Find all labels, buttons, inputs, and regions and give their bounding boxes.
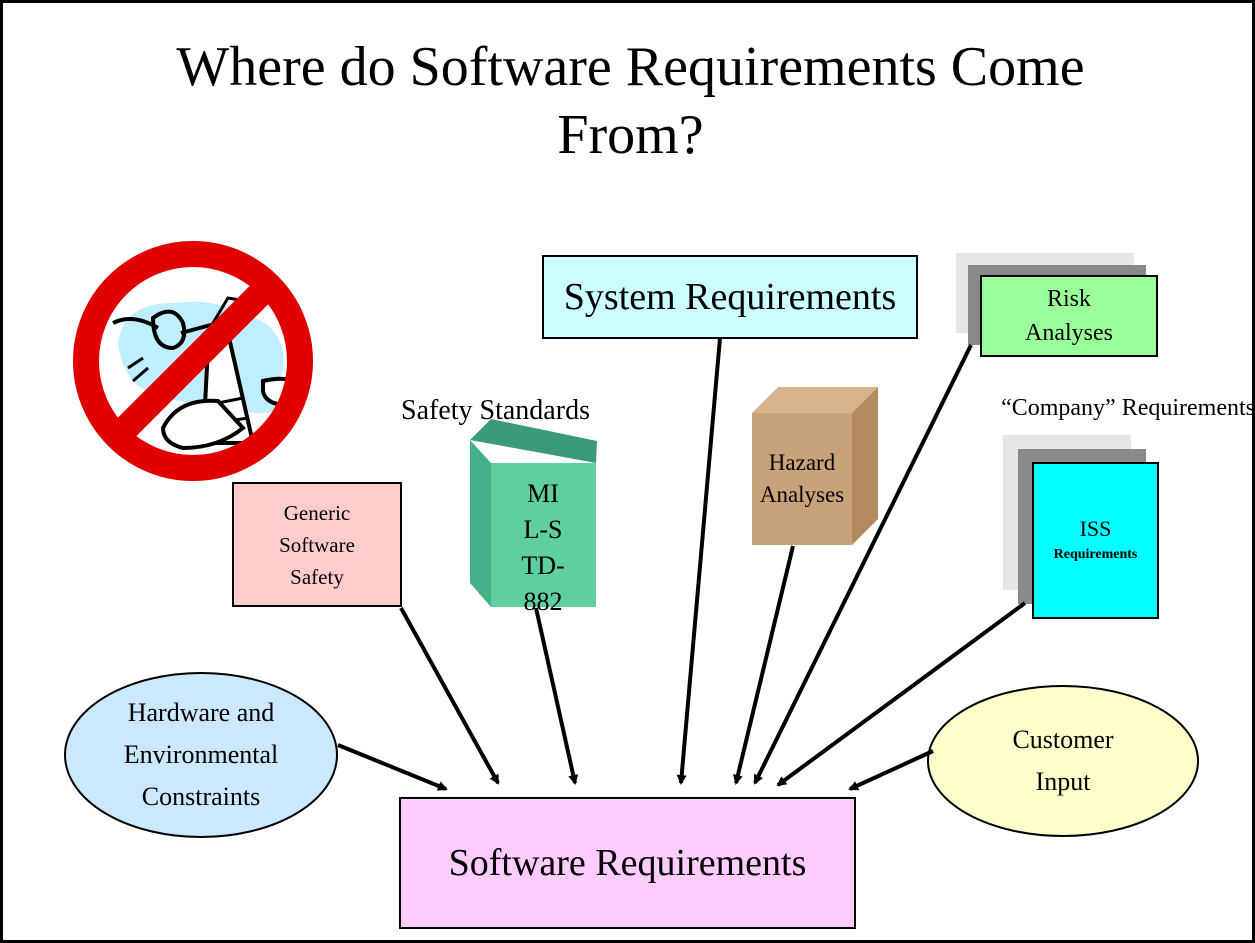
hazard-analyses-box (752, 387, 878, 545)
hardware-label: Hardware and Environmental Constraints (123, 698, 279, 811)
arrow-generic-safety (399, 607, 500, 785)
mil-std-box (470, 419, 597, 607)
arrow-hardware (337, 743, 448, 791)
iss-subtitle: Requirements (1053, 546, 1138, 562)
arrow-customer (848, 749, 934, 791)
safety-standards-label: Safety Standards (401, 395, 590, 426)
arrow-iss (776, 601, 1027, 787)
mil-std-label: MIL-STD-882 (521, 479, 565, 616)
risk-analyses-label: Risk Analyses (1025, 286, 1113, 346)
page-title: Where do Software Requirements Come From… (3, 33, 1252, 169)
iss-label: ISS Requirements (1033, 463, 1158, 618)
arrow-mil-std (534, 607, 579, 785)
risk-analyses-stack (956, 253, 1158, 357)
iss-title: ISS (1079, 515, 1112, 541)
software-requirements-box (399, 797, 856, 929)
system-requirements-box (542, 255, 918, 339)
hazard-analyses-label: Hazard Analyses (759, 450, 845, 507)
arrow-risk (753, 344, 973, 785)
diagram-canvas (64, 241, 1199, 929)
title-line-1: Where do Software Requirements Come (176, 36, 1085, 98)
system-requirements-label: System Requirements (563, 276, 897, 318)
company-requirements-label: “Company” Requirements (1001, 394, 1255, 421)
generic-safety-label: Generic Software Safety (279, 500, 355, 589)
title-line-2: From? (557, 104, 704, 166)
software-requirements-label: Software Requirements (448, 842, 807, 884)
no-sign-icon (73, 241, 313, 481)
hardware-ellipse (64, 672, 338, 838)
customer-ellipse (927, 685, 1199, 837)
arrow-system-requirements (676, 337, 722, 785)
arrow-hazard (733, 545, 795, 785)
generic-safety-box (232, 482, 402, 607)
customer-label: Customer Input (1012, 725, 1114, 796)
iss-requirements-stack (1003, 435, 1159, 619)
